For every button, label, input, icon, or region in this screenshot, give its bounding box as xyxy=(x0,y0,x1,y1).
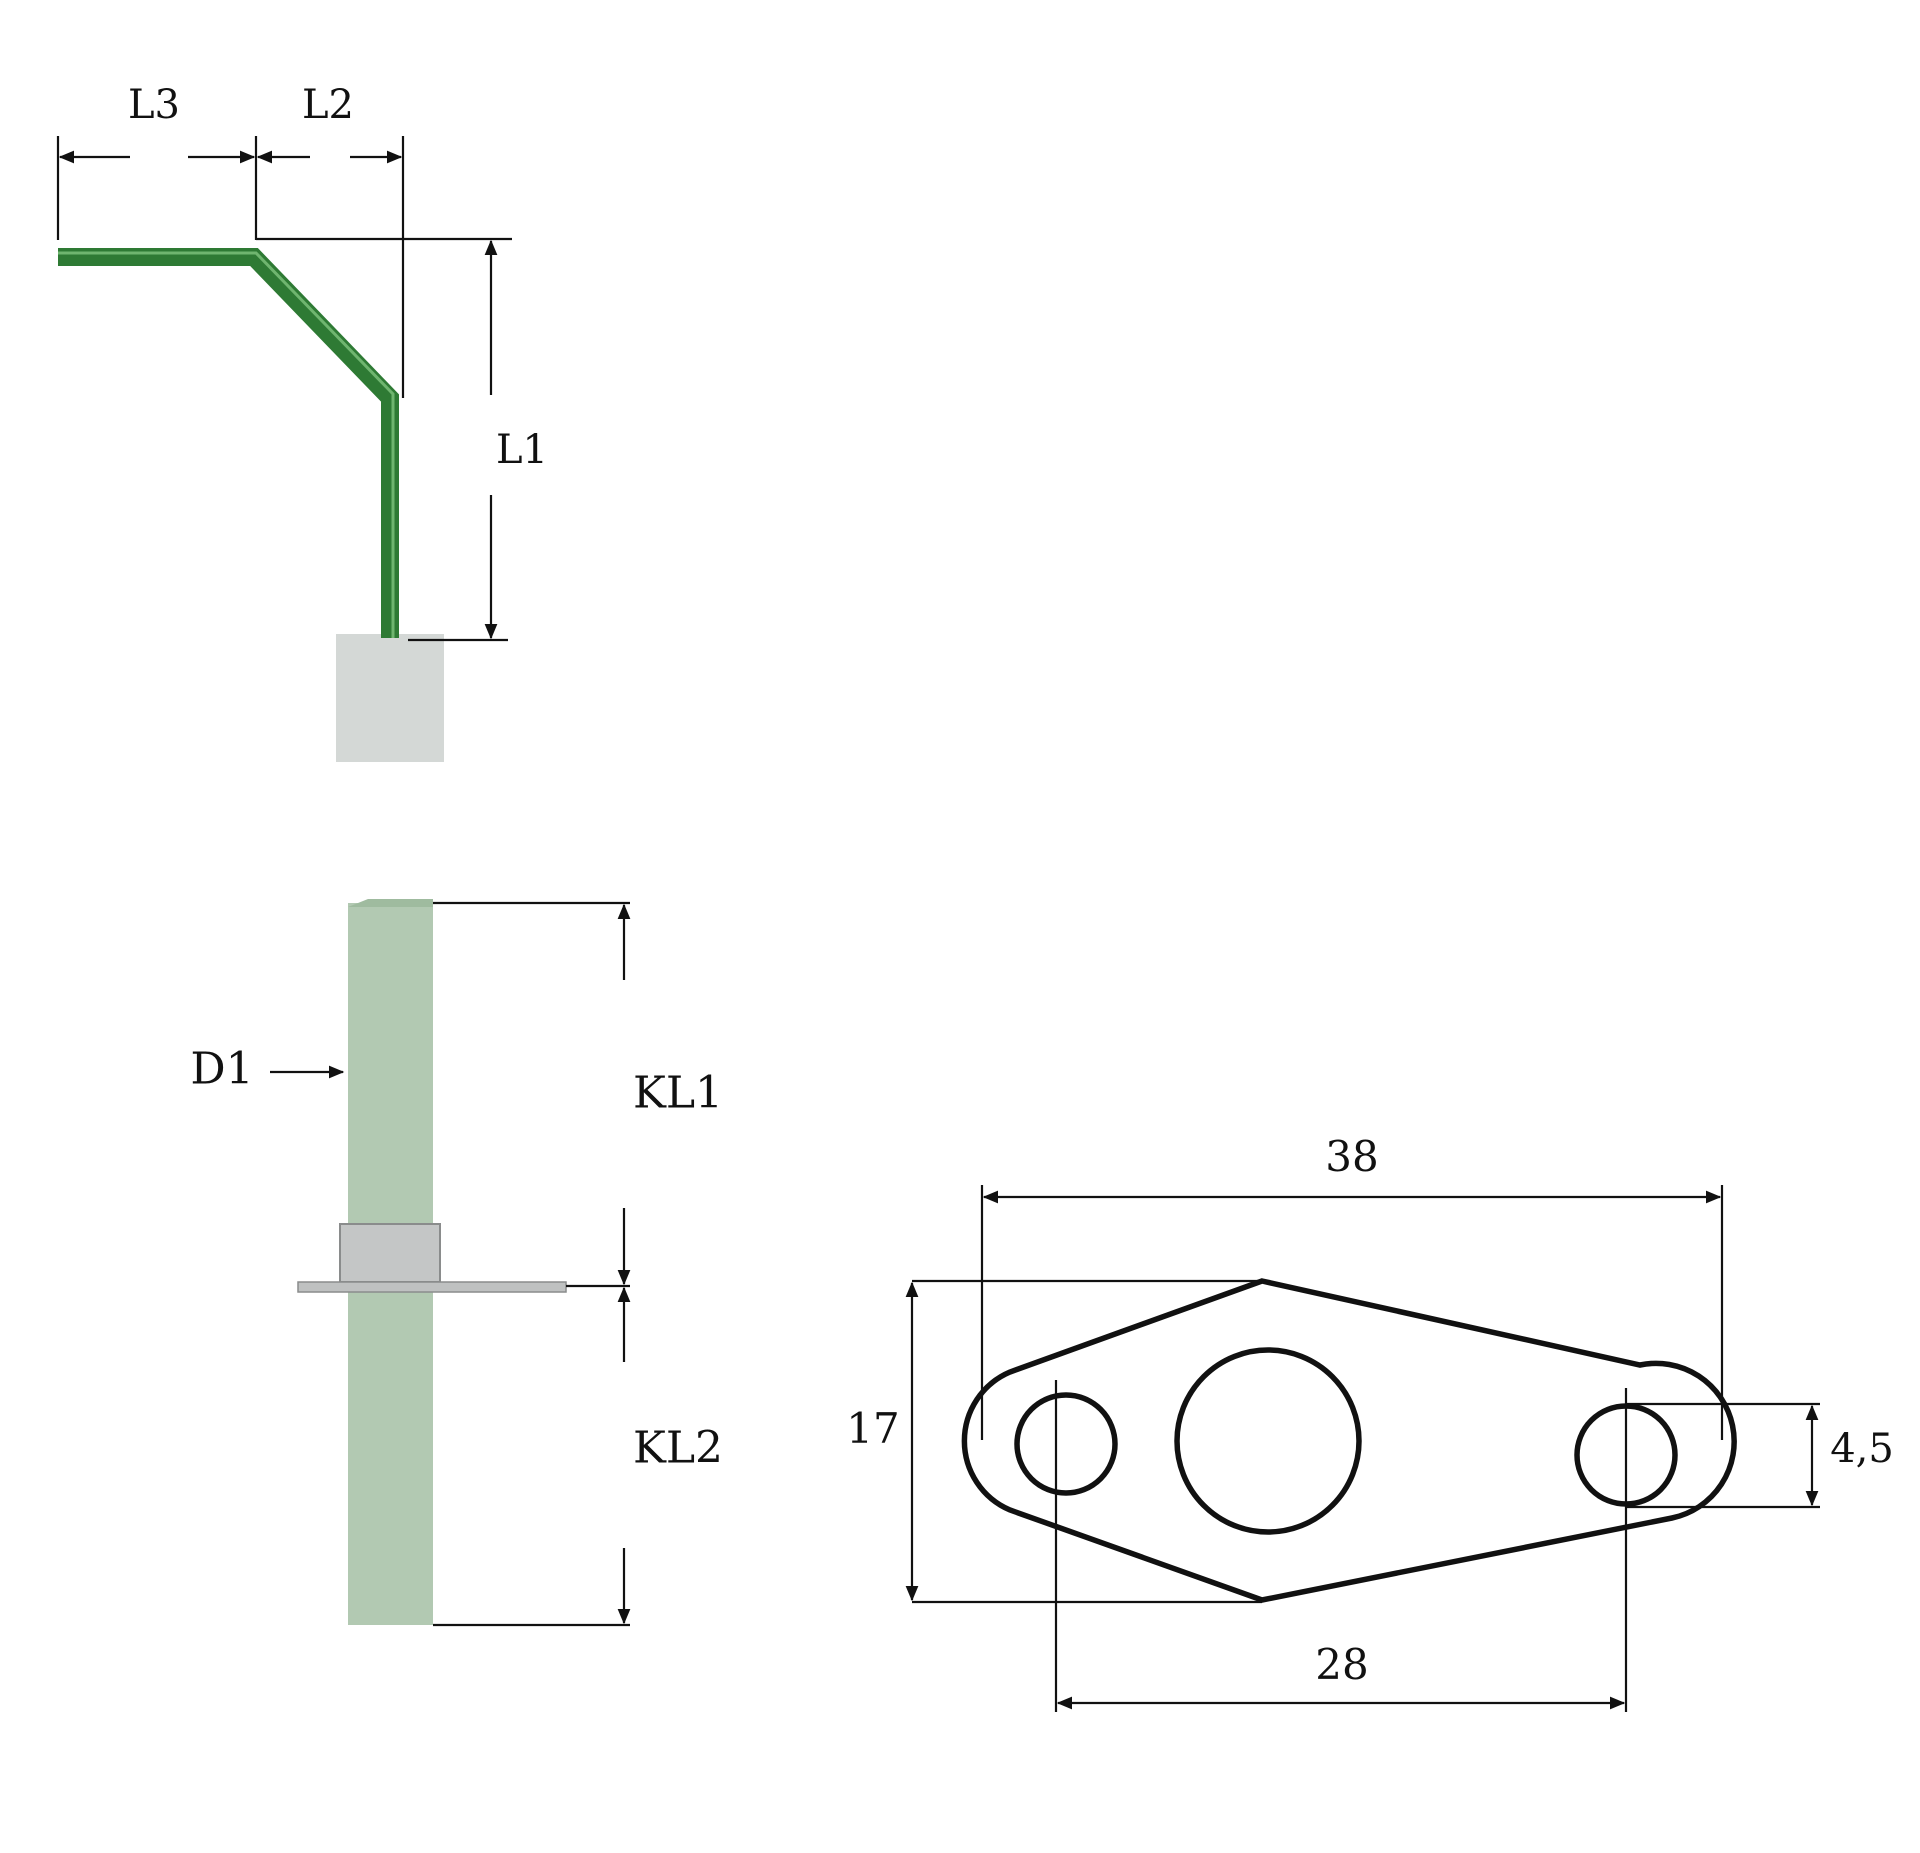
d1-pointer: D1 xyxy=(190,1044,345,1095)
probe-rod-top xyxy=(348,899,433,907)
l2-label: L2 xyxy=(302,82,354,128)
flange-drawing: 38 17 28 4,5 xyxy=(846,1132,1894,1712)
probe-nut xyxy=(339,1223,441,1283)
l1-dimension: L1 xyxy=(484,239,548,640)
flange-hole-diameter-label: 4,5 xyxy=(1830,1426,1894,1472)
flange-hole-diameter-dimension: 4,5 xyxy=(1805,1404,1894,1507)
flange-center-hole xyxy=(1174,1347,1362,1535)
flange-height-label: 17 xyxy=(846,1404,899,1453)
l3-dimension: L3 xyxy=(58,82,256,164)
flange-hole-spacing-dimension: 28 xyxy=(1056,1640,1626,1710)
flange-width-dimension: 38 xyxy=(982,1132,1722,1204)
l2-dimension: L2 xyxy=(256,82,403,164)
kl1-dimension: KL1 xyxy=(617,903,723,1286)
flange-left-hole xyxy=(1014,1392,1118,1496)
flange-width-label: 38 xyxy=(1325,1132,1378,1181)
probe-washer xyxy=(297,1281,567,1293)
d1-label: D1 xyxy=(190,1044,253,1095)
flange-outline xyxy=(961,1278,1737,1603)
flange-height-dimension: 17 xyxy=(846,1281,919,1602)
flange-hole-spacing-label: 28 xyxy=(1315,1640,1368,1689)
electrode-wire-highlight xyxy=(58,251,395,638)
l1-label: L1 xyxy=(496,427,548,473)
l3-label: L3 xyxy=(128,82,180,128)
kl2-label: KL2 xyxy=(633,1423,723,1474)
kl1-label: KL1 xyxy=(633,1068,723,1119)
probe-drawing: D1 KL1 KL2 xyxy=(190,899,723,1627)
electrode-drawing: L3 L2 L1 xyxy=(56,82,548,762)
electrode-insulator xyxy=(336,634,444,762)
electrode-wire xyxy=(58,248,399,638)
kl2-dimension: KL2 xyxy=(617,1286,723,1625)
